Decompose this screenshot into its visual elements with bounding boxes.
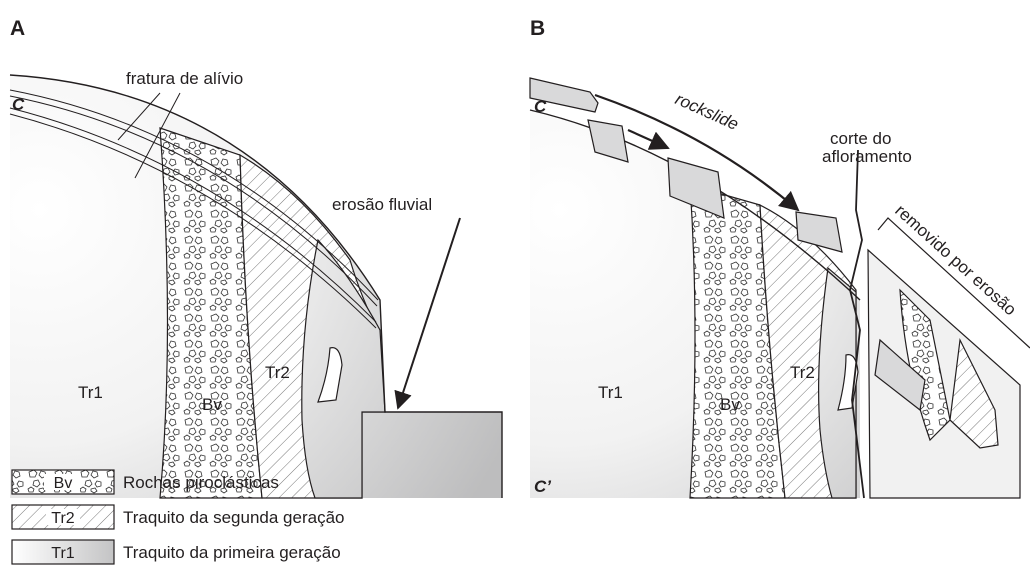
fluvial-erosion-arrow — [398, 218, 460, 408]
tr2-label-b: Tr2 — [790, 363, 815, 382]
tr2-label-a: Tr2 — [265, 363, 290, 382]
panel-a: A C C’ fratura de alívio erosão fluvial … — [10, 17, 502, 498]
legend-label-tr1: Traquito da primeira geração — [123, 543, 341, 562]
panel-b-letter: B — [530, 17, 545, 40]
tr1-label-a: Tr1 — [78, 383, 103, 402]
legend-label-bv: Rochas piroclásticas — [123, 473, 279, 492]
panel-a-letter: A — [10, 17, 25, 40]
legend-code-bv: Bv — [54, 475, 73, 492]
legend-code-tr2: Tr2 — [51, 510, 75, 527]
outcrop-cut-label-line1: corte do — [830, 129, 891, 148]
bv-label-b: Bv — [720, 395, 740, 414]
relief-fracture-label: fratura de alívio — [126, 69, 243, 88]
legend-item-bv: Bv Rochas piroclásticas — [12, 470, 279, 494]
legend-label-tr2: Traquito da segunda geração — [123, 508, 344, 527]
legend-item-tr2: Tr2 Traquito da segunda geração — [12, 505, 344, 529]
section-bottom-b: C’ — [534, 477, 551, 496]
fluvial-erosion-label: erosão fluvial — [332, 195, 432, 214]
legend-code-tr1: Tr1 — [51, 545, 75, 562]
section-top-b: C — [534, 97, 547, 116]
outcrop-cut-label-line2: afloramento — [822, 147, 912, 166]
rockslide-label: rockslide — [672, 89, 741, 134]
tr1-label-b: Tr1 — [598, 383, 623, 402]
bv-label-a: Bv — [202, 395, 222, 414]
section-top-a: C — [12, 95, 25, 114]
legend-item-tr1: Tr1 Traquito da primeira geração — [12, 540, 341, 564]
panel-b: B C C’ rockslide corte do afloramento re… — [530, 17, 1030, 498]
